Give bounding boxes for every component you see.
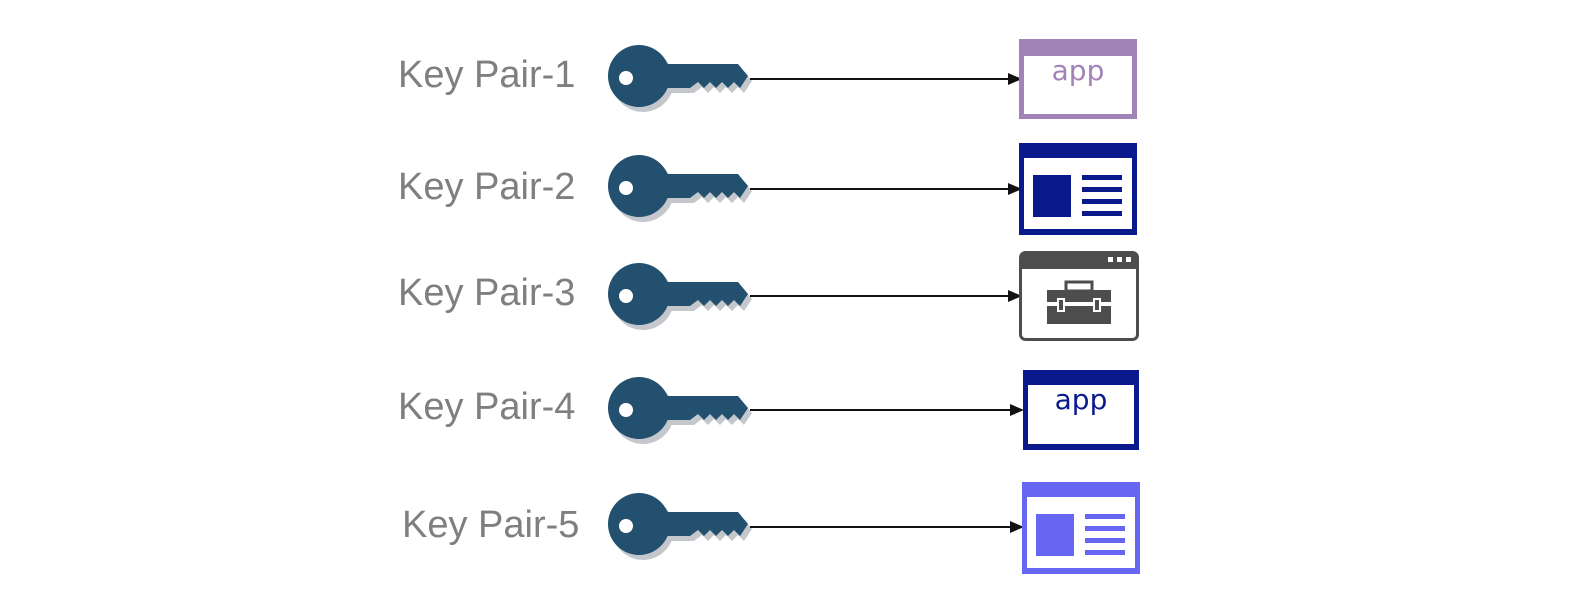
key-icon [606, 376, 756, 448]
key-pair-row-4: Key Pair-4 app [0, 360, 1584, 460]
toolbox-window-icon [1019, 251, 1139, 341]
key-icon [606, 492, 756, 564]
key-icon [606, 44, 756, 116]
key-pair-row-5: Key Pair-5 [0, 476, 1584, 576]
app-window-text: app [1054, 383, 1108, 416]
connector-arrow [750, 289, 1022, 303]
key-pair-label: Key Pair-4 [398, 386, 576, 428]
key-pair-label: Key Pair-5 [402, 504, 580, 546]
connector-arrow [750, 72, 1022, 86]
app-window-icon: app [1019, 39, 1137, 119]
key-pair-row-3: Key Pair-3 [0, 248, 1584, 348]
key-icon [606, 154, 756, 226]
web-page-icon [1022, 482, 1140, 574]
connector-arrow [750, 520, 1024, 534]
key-pair-label: Key Pair-2 [398, 166, 576, 208]
web-page-icon [1019, 143, 1137, 235]
key-icon [606, 262, 756, 334]
connector-arrow [750, 403, 1024, 417]
connector-arrow [750, 182, 1022, 196]
app-window-text: app [1051, 54, 1105, 87]
key-pair-label: Key Pair-1 [398, 54, 576, 96]
key-pair-row-2: Key Pair-2 [0, 140, 1584, 240]
app-window-icon: app [1023, 370, 1139, 450]
key-pair-label: Key Pair-3 [398, 272, 576, 314]
key-pair-row-1: Key Pair-1 app [0, 28, 1584, 128]
